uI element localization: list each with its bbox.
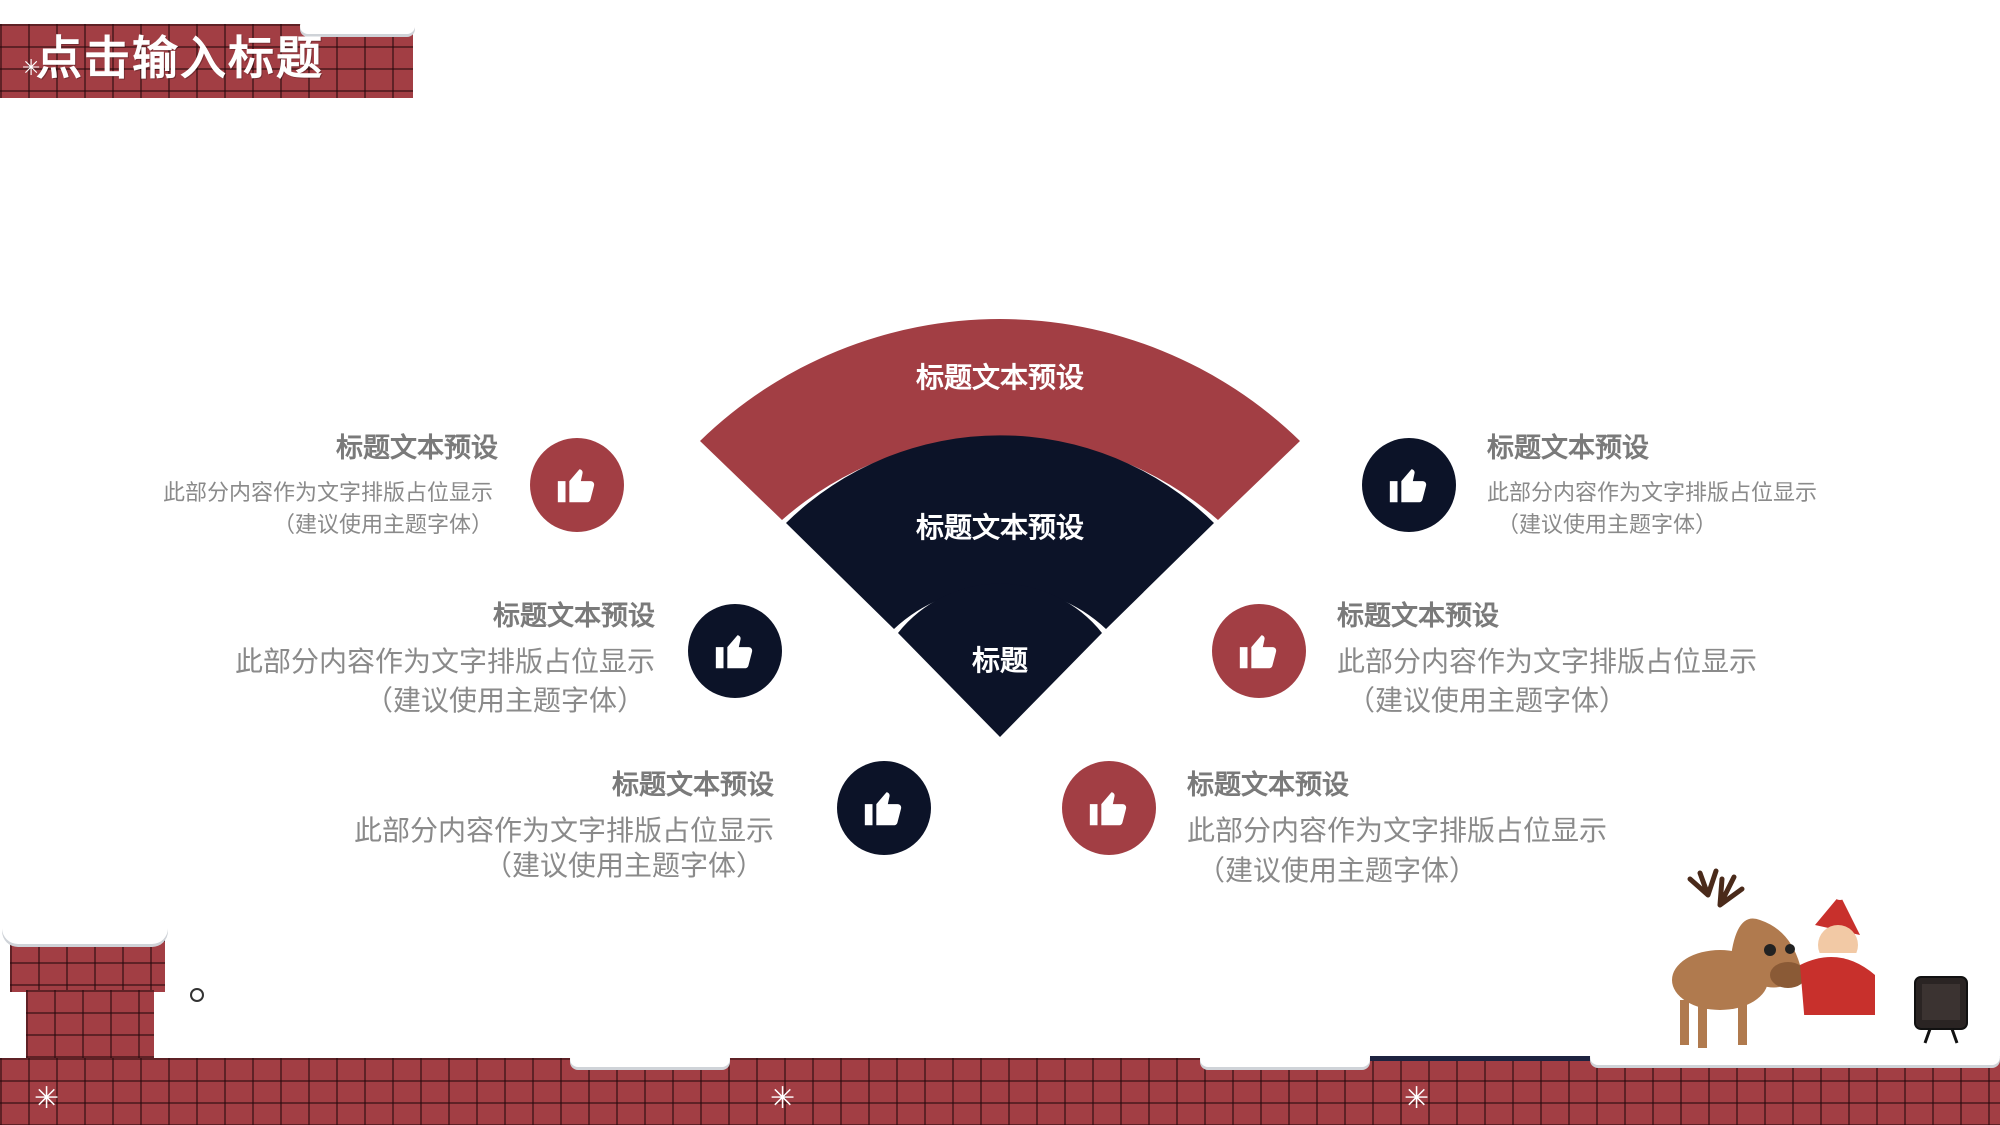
item-desc: 此部分内容作为文字排版占位显示 (1337, 645, 1758, 678)
thumbs-up-icon (1239, 635, 1277, 669)
item-icon-circle[interactable] (688, 604, 782, 698)
item-desc: 此部分内容作为文字排版占位显示 (1487, 481, 1818, 506)
chimney (10, 940, 165, 992)
reindeer-icon (1672, 868, 1806, 1048)
ground-snow (1200, 1051, 1370, 1067)
item-note: （建议使用主题字体） (1497, 513, 1718, 538)
item-note: （建议使用主题字体） (1347, 684, 1628, 717)
item-title: 标题文本预设 (1337, 601, 1499, 632)
fan-middle-label: 标题文本预设 (915, 511, 1084, 544)
fan-inner-label: 标题 (971, 644, 1028, 677)
item-title: 标题文本预设 (1487, 433, 1649, 464)
item-desc: 此部分内容作为文字排版占位显示 (1187, 814, 1608, 847)
item-title: 标题文本预设 (1187, 770, 1349, 801)
item-note: （建议使用主题字体） (1197, 854, 1478, 887)
ground-snow (1590, 1049, 2000, 1065)
item-icon-circle[interactable] (1062, 761, 1156, 855)
item-icon-circle[interactable] (837, 761, 931, 855)
item-title: 标题文本预设 (493, 601, 655, 632)
brick-ground (0, 1058, 2000, 1125)
item-icon-circle[interactable] (1212, 604, 1306, 698)
thumbs-up-icon (715, 635, 753, 669)
thumbs-up-icon (1389, 469, 1427, 503)
page-title[interactable]: 点击输入标题 (36, 31, 324, 85)
thumbs-up-icon (1089, 792, 1127, 826)
item-title: 标题文本预设 (612, 770, 774, 801)
item-note: （建议使用主题字体） (272, 513, 493, 538)
reindeer-santa-illustration (1672, 868, 1968, 1048)
fan-middle-segment[interactable] (786, 435, 1214, 629)
snowflake-icon: ✳ (1404, 1081, 1430, 1116)
chimney-snow (2, 912, 168, 944)
ground-snow (570, 1051, 730, 1067)
item-icon-circle[interactable] (1362, 438, 1456, 532)
title-banner (0, 18, 415, 98)
snowflake-icon: ✳ (22, 56, 41, 81)
fan-outer-label: 标题文本预设 (915, 361, 1084, 394)
item-note: （建议使用主题字体） (364, 684, 645, 717)
thumbs-up-icon (864, 792, 902, 826)
item-title: 标题文本预设 (336, 433, 498, 464)
fan-inner-segment[interactable] (898, 583, 1102, 737)
snowflake-icon: ✳ (770, 1081, 796, 1116)
item-desc: 此部分内容作为文字排版占位显示 (353, 814, 774, 847)
chimney-stack (26, 990, 154, 1060)
item-icon-circle[interactable] (530, 438, 624, 532)
thumbs-up-icon (557, 469, 595, 503)
item-note: （建议使用主题字体） (483, 849, 764, 882)
santa-icon (1800, 886, 1880, 1025)
snowball-icon (190, 988, 204, 1002)
fan-outer-segment[interactable] (700, 319, 1300, 520)
snowflake-icon: ✳ (34, 1081, 60, 1116)
item-desc: 此部分内容作为文字排版占位显示 (162, 481, 493, 506)
banner-snow (300, 18, 415, 34)
tv-icon (1914, 976, 1968, 1044)
item-desc: 此部分内容作为文字排版占位显示 (234, 645, 655, 678)
